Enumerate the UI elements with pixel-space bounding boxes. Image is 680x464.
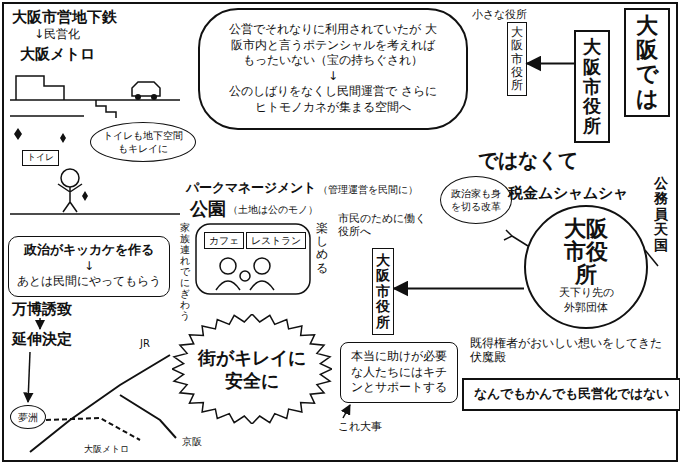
connector-arrow — [527, 63, 574, 65]
child-head — [240, 271, 250, 281]
node-text: トイレ — [27, 152, 54, 164]
note-label: 税金ムシャムシャ — [508, 184, 628, 202]
note-label: 延伸決定 — [12, 330, 72, 348]
note-label: 楽しめる — [316, 222, 328, 275]
node-text: なんでもかんでも民営化ではない — [474, 386, 669, 402]
underground-floor — [10, 213, 180, 215]
text-box: 政治がキッカケを作る↓あとは民間にやってもらう — [8, 236, 170, 297]
node-text: ↓ — [15, 259, 163, 275]
title-box: 大阪では — [624, 8, 670, 117]
node-text: 街がキレイに 安全に — [196, 346, 308, 393]
node-text: 大阪市役所 — [376, 253, 390, 330]
ellipse-node: トイレも地下空間もキレイに — [90, 122, 196, 162]
car — [132, 82, 160, 96]
text-box: 本当に助けが必要な人たちにはキチンとサポートする — [340, 342, 458, 403]
text-box: 大阪市役所 — [372, 248, 394, 335]
note-label: JR — [140, 338, 150, 350]
note-label: 市民のために働く役所へ — [338, 212, 434, 238]
text-box: 小さな役所大阪市役所 — [472, 8, 527, 97]
note-label: パークマネージメント — [186, 180, 316, 196]
ellipse-node: 夢洲 — [10, 405, 46, 429]
text-box: トイレ — [22, 150, 59, 166]
ellipse-node: 大阪市役所天下り先の外郭団体 — [524, 205, 648, 329]
node-text: トイレも地下空間もキレイに — [101, 129, 185, 155]
node-text: 夢洲 — [18, 411, 38, 424]
family-head — [254, 258, 270, 274]
node-text: 天下り先の外郭団体 — [559, 286, 614, 315]
jr-line — [30, 355, 170, 452]
car-wheel — [151, 94, 157, 100]
node-text: レストラン — [251, 234, 301, 247]
flow-arrow — [28, 352, 30, 402]
car-wheel — [135, 94, 141, 100]
stairs — [96, 100, 116, 118]
title: 大阪では — [636, 14, 658, 111]
burst-shape — [172, 314, 332, 424]
family-head — [220, 258, 236, 274]
flow-arrow — [39, 318, 41, 329]
note-label: 大阪メトロ — [20, 45, 95, 63]
note-label: 家族連れでにぎわう — [180, 222, 190, 321]
node-text: 大阪市役所 — [583, 37, 601, 136]
note-label: 京阪 — [182, 436, 202, 448]
person-body — [58, 184, 82, 212]
note-label: 大阪メトロ — [84, 444, 129, 455]
note-label: （管理運営を民間に） — [318, 184, 418, 195]
text-box: 公営でそれなりに利用されていたが 大阪市内と言うポテンシャルを考えれば もったい… — [198, 8, 468, 130]
note-label: ↓民営化 — [34, 27, 80, 41]
keihan-line — [120, 395, 176, 438]
note-label: 公園 — [190, 198, 226, 220]
metro-line — [46, 418, 140, 440]
note-label: 既得権者がおいしい想いをしてきた伏魔殿 — [470, 336, 670, 365]
node-text: 大阪市役所 — [507, 22, 527, 96]
building — [16, 76, 64, 100]
text-box: カフェ — [204, 232, 244, 249]
park-area — [196, 224, 310, 294]
monster-arm — [504, 230, 528, 246]
text-box: なんでもかんでも民営化ではない — [462, 378, 680, 411]
burst-node: 街がキレイに 安全に — [172, 314, 332, 424]
node-text: 公営でそれなりに利用されていたが 大阪市内と言うポテンシャルを考えれば もったい… — [226, 22, 440, 69]
node-text: 大阪市役所 — [562, 217, 610, 286]
frame — [3, 3, 677, 461]
note-label: 万博誘致 — [12, 300, 72, 318]
family-body — [216, 281, 274, 290]
note-label: 大阪市営地下鉄 — [12, 8, 117, 26]
node-heading: 小さな役所 — [472, 8, 527, 22]
note-label: ではなくて — [478, 148, 578, 172]
person-head — [61, 169, 79, 187]
node-text: カフェ — [209, 234, 239, 247]
note-label: （土地は公のモノ） — [228, 204, 318, 215]
connector-arrow — [394, 288, 524, 290]
node-text: あとは民間にやってもらう — [15, 274, 163, 290]
node-text: 公のしばりをなくし民間運営で さらにヒトモノカネが集まる空間へ — [226, 84, 440, 115]
ellipse-node: 政治家も身を切る改革 — [440, 176, 512, 224]
note-label: 公務員天国 — [654, 176, 668, 253]
text-box: レストラン — [246, 232, 306, 249]
node-text: 本当に助けが必要な人たちにはキチンとサポートする — [347, 349, 451, 396]
sparkle — [14, 128, 88, 201]
text-box: 大阪市役所 — [574, 30, 610, 143]
underground-ceiling — [10, 115, 84, 117]
note-label: これ大事 — [338, 420, 382, 433]
pointer-arrow — [343, 405, 350, 418]
node-text: ↓ — [226, 69, 440, 85]
node-text: 政治がキッカケを作る — [15, 242, 163, 259]
burst-outline — [172, 314, 332, 424]
node-text: 政治家も身を切る改革 — [451, 187, 501, 213]
